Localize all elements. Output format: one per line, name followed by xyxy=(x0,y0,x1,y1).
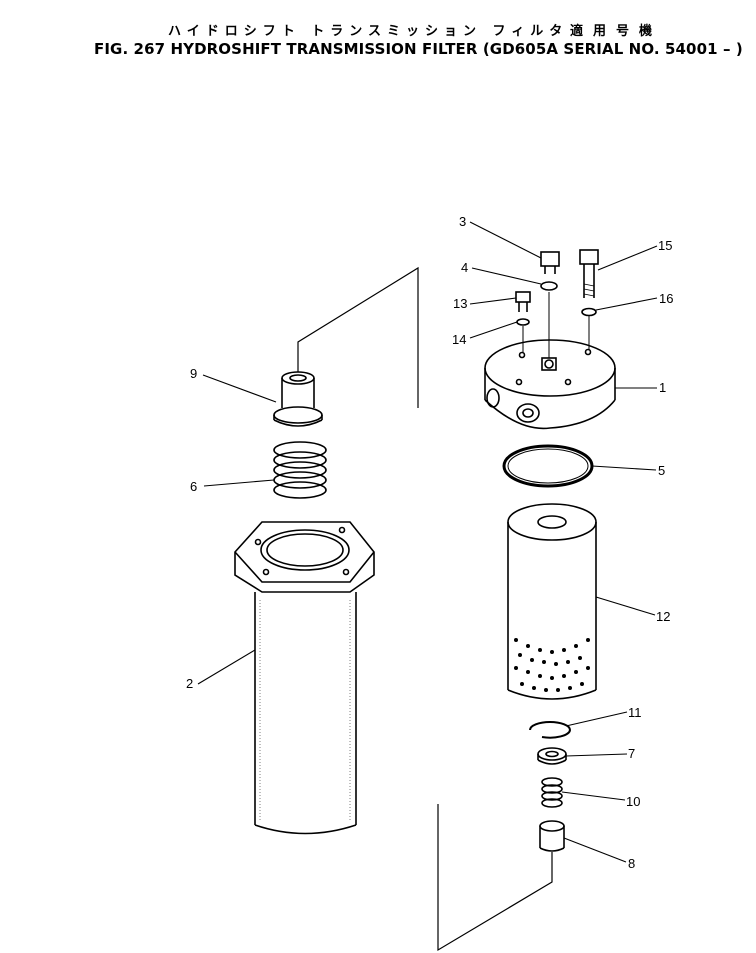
part-10-spring xyxy=(541,777,563,808)
part-8-plug xyxy=(539,820,565,852)
leader-lines xyxy=(197,221,658,863)
callout-11: 11 xyxy=(628,705,642,720)
part-15-long-bolt xyxy=(579,249,599,298)
figure-title: FIG. 267 HYDROSHIFT TRANSMISSION FILTER … xyxy=(94,40,743,58)
callout-4: 4 xyxy=(461,260,468,275)
part-16-washer xyxy=(581,307,597,317)
title-japanese: ハイドロシフト トランスミッション フィルタ xyxy=(168,24,569,39)
part-6-spring xyxy=(273,441,327,499)
part-9-sleeve xyxy=(273,371,323,427)
callout-6: 6 xyxy=(190,479,197,494)
part-14-washer xyxy=(516,318,530,326)
part-2-filter-case xyxy=(234,521,375,835)
callout-8: 8 xyxy=(628,856,635,871)
callout-5: 5 xyxy=(658,463,665,478)
part-4-washer xyxy=(540,281,558,291)
part-13-small-bolt xyxy=(515,291,531,312)
callout-12: 12 xyxy=(656,609,670,624)
part-12-filter-element xyxy=(507,503,597,700)
callout-16: 16 xyxy=(659,291,673,306)
callout-14: 14 xyxy=(452,332,466,347)
callout-3: 3 xyxy=(459,214,466,229)
callout-15: 15 xyxy=(658,238,672,253)
callout-2: 2 xyxy=(186,676,193,691)
title-japanese-applicability: 適用号機 xyxy=(570,24,663,39)
part-11-snap-ring xyxy=(529,721,572,739)
callout-9: 9 xyxy=(190,366,197,381)
part-5-o-ring xyxy=(502,444,594,488)
callout-1: 1 xyxy=(659,380,666,395)
part-7-valve xyxy=(537,747,567,765)
part-1-filter-head xyxy=(484,339,616,430)
callout-10: 10 xyxy=(626,794,640,809)
part-3-bolt xyxy=(540,251,560,274)
callout-13: 13 xyxy=(453,296,467,311)
callout-7: 7 xyxy=(628,746,635,761)
